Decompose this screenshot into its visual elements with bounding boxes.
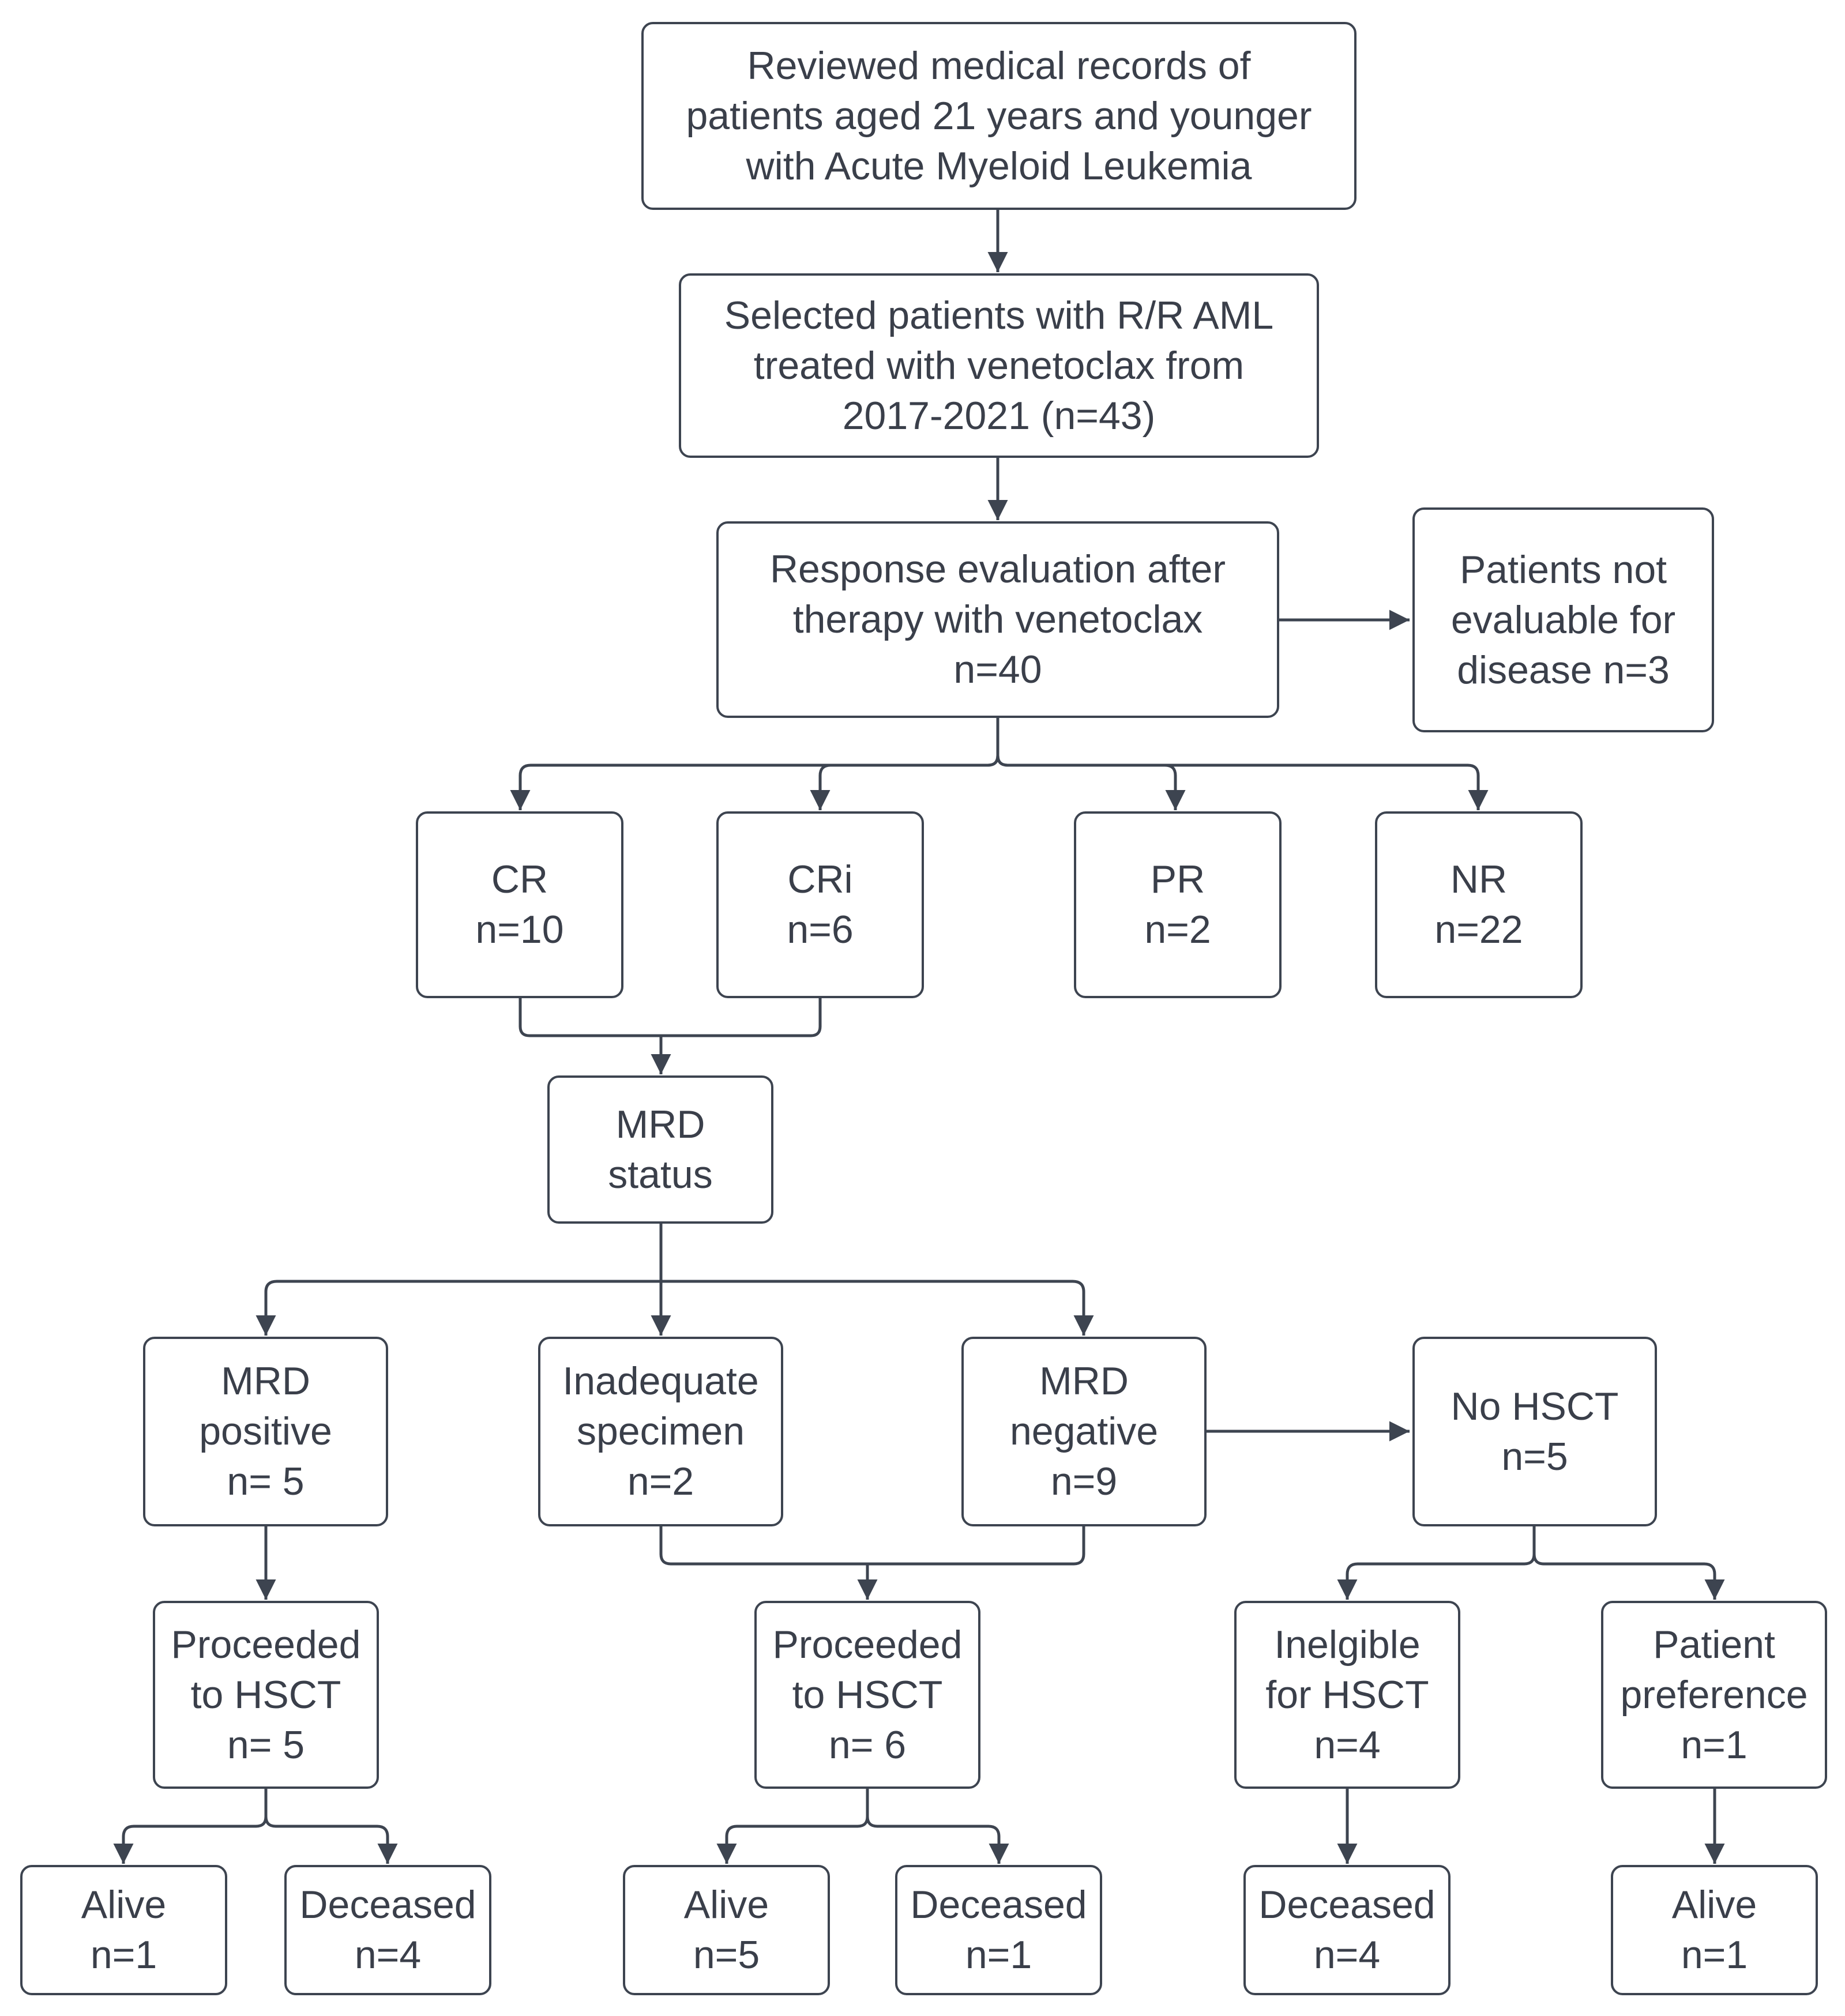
node-text-line: NR — [1450, 857, 1508, 901]
node-reviewed-records: Reviewed medical records of patients aged… — [641, 22, 1356, 210]
node-text-line: Reviewed medical records of — [747, 43, 1251, 88]
node-text-line: n= 6 — [828, 1722, 907, 1767]
node-text-line: Deceased — [299, 1883, 476, 1927]
connector-hsct-positive-to-deceased — [264, 1816, 398, 1864]
node-text-line: n=40 — [953, 648, 1042, 691]
connector-cri-to-mrd-status — [661, 998, 822, 1037]
node-text-line: 2017-2021 (n=43) — [842, 393, 1156, 438]
node-text-line: Deceased — [1258, 1883, 1436, 1927]
node-text-line: Proceeded — [171, 1622, 361, 1667]
node-text-line: patients aged 21 years and younger — [686, 93, 1312, 138]
node-mrd-status: MRD status — [547, 1075, 773, 1224]
node-text-line: Patient — [1653, 1622, 1775, 1667]
node-text-line: therapy with venetoclax — [792, 597, 1203, 641]
node-text-line: MRD — [1039, 1359, 1129, 1403]
node-text-line: positive — [199, 1409, 332, 1453]
node-text-line: for HSCT — [1265, 1672, 1429, 1717]
connector-hsct-positive-to-alive — [113, 1789, 268, 1864]
connector-no-hsct-to-ineligible — [1337, 1526, 1536, 1600]
node-ineligible-for-hsct: Inelgible for HSCT n=4 — [1234, 1601, 1460, 1789]
node-cr: CR n=10 — [416, 811, 623, 998]
connector-response-to-nr — [996, 755, 1489, 810]
node-deceased-after-positive: Deceased n=4 — [284, 1865, 491, 1995]
node-selected-patients: Selected patients with R/R AML treated wi… — [679, 273, 1319, 458]
connector-hsct-other-to-deceased — [866, 1816, 1009, 1864]
node-text-line: to HSCT — [190, 1672, 341, 1717]
connector-cr-to-mrd-status — [518, 998, 671, 1074]
node-text-line: preference — [1620, 1672, 1808, 1717]
node-mrd-positive: MRD positive n= 5 — [143, 1337, 388, 1526]
node-text-line: Alive — [683, 1883, 769, 1927]
connector-hsct-other-to-alive — [716, 1789, 869, 1864]
node-text-line: n=10 — [475, 908, 564, 951]
node-text-line: to HSCT — [792, 1672, 943, 1717]
node-deceased-ineligible: Deceased n=4 — [1243, 1865, 1451, 1995]
node-text-line: specimen — [576, 1409, 745, 1453]
node-deceased-after-hsct: Deceased n=1 — [895, 1865, 1102, 1995]
node-proceeded-to-hsct: Proceeded to HSCT n= 6 — [754, 1601, 980, 1789]
node-proceeded-to-hsct-positive: Proceeded to HSCT n= 5 — [153, 1601, 379, 1789]
node-text-line: Patients not — [1459, 547, 1667, 592]
node-text-line: n=1 — [1681, 1722, 1748, 1767]
node-text-line: n=9 — [1050, 1460, 1118, 1503]
node-text-line: No HSCT — [1451, 1384, 1619, 1428]
node-cri: CRi n=6 — [716, 811, 924, 998]
node-text-line: n=4 — [354, 1933, 422, 1977]
node-not-evaluable: Patients not evaluable for disease n=3 — [1412, 507, 1714, 732]
node-text-line: Deceased — [910, 1883, 1087, 1927]
connector-mrd-status-to-negative — [661, 1280, 1094, 1336]
node-text-line: n=2 — [627, 1460, 694, 1503]
connector-mrd-status-to-positive — [255, 1280, 661, 1336]
node-text-line: CR — [491, 857, 548, 901]
node-text-line: treated with venetoclax from — [753, 343, 1245, 388]
node-text-line: PR — [1150, 857, 1205, 901]
node-response-evaluation: Response evaluation after therapy with ve… — [716, 521, 1279, 718]
node-text-line: with Acute Myeloid Leukemia — [746, 144, 1252, 188]
node-text-line: n=6 — [787, 908, 854, 951]
node-text-line: n=5 — [693, 1933, 760, 1977]
node-text-line: status — [608, 1152, 713, 1197]
node-text-line: Inadequate — [562, 1359, 759, 1403]
node-text-line: Alive — [1671, 1883, 1757, 1927]
node-alive-after-hsct: Alive n=5 — [623, 1865, 830, 1995]
node-text-line: n=2 — [1144, 908, 1211, 951]
node-text-line: Proceeded — [772, 1622, 963, 1667]
node-text-line: n=4 — [1313, 1933, 1381, 1977]
node-text-line: disease n=3 — [1457, 648, 1670, 692]
node-text-line: evaluable for — [1451, 597, 1676, 642]
node-text-line: Inelgible — [1274, 1622, 1421, 1667]
node-text-line: n=22 — [1434, 908, 1523, 951]
node-text-line: n=1 — [965, 1933, 1032, 1977]
node-mrd-negative: MRD negative n=9 — [961, 1337, 1207, 1526]
node-text-line: MRD — [221, 1359, 310, 1403]
node-text-line: Selected patients with R/R AML — [724, 293, 1274, 337]
connector-response-to-cri — [810, 755, 999, 810]
node-text-line: n=4 — [1314, 1722, 1381, 1767]
node-alive-preference: Alive n=1 — [1611, 1865, 1818, 1995]
node-text-line: n= 5 — [227, 1722, 305, 1767]
node-text-line: CRi — [787, 857, 853, 901]
connector-negative-to-hsct — [867, 1526, 1085, 1566]
node-text-line: Response evaluation after — [769, 547, 1226, 591]
node-text-line: n=1 — [1681, 1933, 1748, 1977]
connector-inadequate-to-hsct — [659, 1526, 878, 1600]
node-text-line: n=5 — [1501, 1434, 1568, 1479]
node-patient-preference: Patient preference n=1 — [1601, 1601, 1827, 1789]
connector-no-hsct-to-preference — [1532, 1554, 1725, 1600]
node-alive-after-positive: Alive n=1 — [20, 1865, 227, 1995]
node-text-line: MRD — [615, 1102, 705, 1146]
node-inadequate-specimen: Inadequate specimen n=2 — [538, 1337, 783, 1526]
connector-response-to-pr — [996, 755, 1186, 810]
node-no-hsct: No HSCT n=5 — [1412, 1337, 1657, 1526]
node-text-line: negative — [1009, 1409, 1159, 1453]
node-nr: NR n=22 — [1375, 811, 1583, 998]
node-text-line: n= 5 — [227, 1460, 305, 1503]
node-text-line: n=1 — [90, 1933, 157, 1977]
node-text-line: Alive — [81, 1883, 167, 1927]
node-pr: PR n=2 — [1074, 811, 1282, 998]
